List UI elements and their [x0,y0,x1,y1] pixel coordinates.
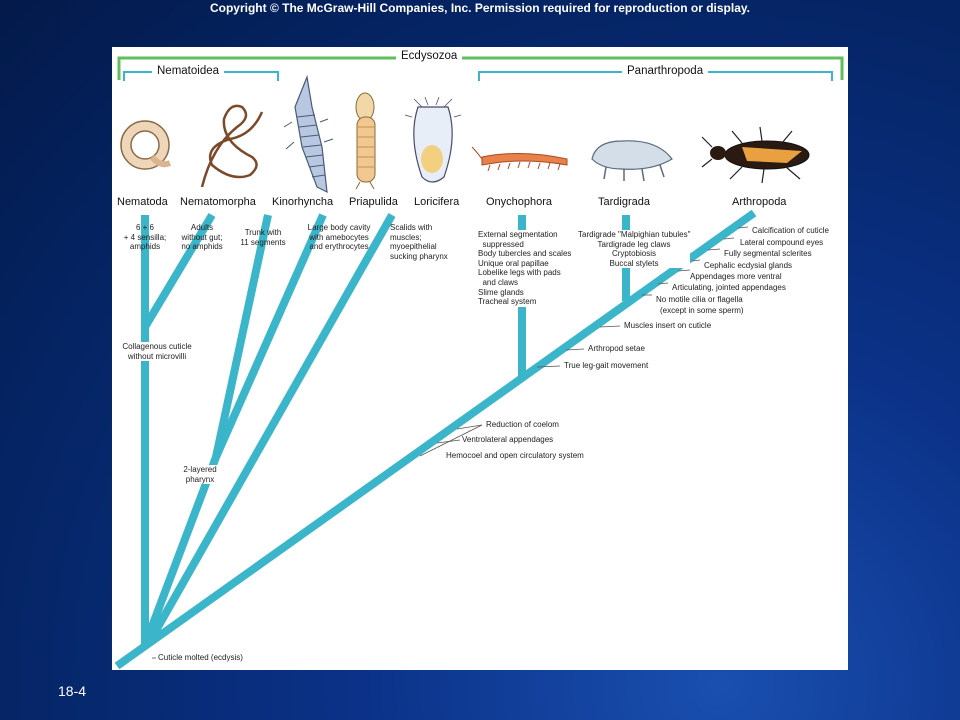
slide-number: 18-4 [58,683,87,699]
note-collagenous-cuticle: Collagenous cuticle without microvilli [114,342,200,362]
trait-hemocoel: Hemocoel and open circulatory system [446,451,584,460]
trait-ecdysial-glands: Cephalic ecdysial glands [704,261,793,270]
horsehair-worm-icon [200,104,264,188]
trait-segmental-sclerites: Fully segmental sclerites [724,249,812,258]
taxon-loricifera: Loricifera [414,196,460,208]
trait-compound-eyes: Lateral compound eyes [740,238,824,247]
copyright-notice: Copyright © The McGraw-Hill Companies, I… [209,1,751,15]
trait-reduction-coelom: Reduction of coelom [486,420,559,429]
note-loricifera: Scalids with muscles; myoepithelial suck… [390,223,448,261]
trait-jointed-appendages: Articulating, jointed appendages [672,283,786,292]
group-label-nematoidea: Nematoidea [152,65,225,77]
taxon-nematoda: Nematoda [117,196,168,208]
trait-leaders [152,226,749,659]
insect-icon [701,126,810,184]
trait-cuticle-molted: Cuticle molted (ecdysis) [158,653,243,662]
trait-appendages-ventral: Appendages more ventral [690,272,782,281]
trait-muscles-cuticle: Muscles insert on cuticle [624,321,712,330]
water-bear-icon [591,140,673,182]
trait-except-sperm: (except in some sperm) [660,306,744,315]
loriciferan-icon [404,96,462,183]
taxon-onychophora: Onychophora [486,196,553,208]
trait-arthropod-setae: Arthropod setae [588,344,645,353]
group-label-ecdysozoa: Ecdysozoa [396,50,463,62]
note-tardigrada: Tardigrade "Malpighian tubules" Tardigra… [578,230,691,269]
taxon-priapulida: Priapulida [349,196,398,208]
velvet-worm-icon [471,146,568,172]
cladogram-drawing [114,56,844,670]
taxon-tardigrada: Tardigrada [598,196,650,208]
roundworm-icon [120,120,172,170]
trait-ventrolateral-appendages: Ventrolateral appendages [462,435,554,444]
note-nematomorpha: Adults without gut; no amphids [181,223,223,252]
ecdysozoa-bracket [117,56,844,80]
ecdysozoa-cladogram: Ecdysozoa Nematoidea Panarthropoda Nemat… [112,47,848,670]
note-priapulida: Large body cavity with amebocytes and er… [307,223,371,252]
kinorhynch-icon [283,74,334,194]
note-two-layered-pharynx: 2-layered pharynx [170,465,230,485]
note-kinorhyncha: Trunk with 11 segments [240,228,286,247]
trait-calcification: Calcification of cuticle [752,226,829,235]
taxon-nematomorpha: Nematomorpha [180,196,256,208]
note-onychophora: External segmentation suppressed Body tu… [478,230,578,307]
note-nematoda: 6 + 6 + 4 sensilla; amphids [123,223,167,252]
taxon-kinorhyncha: Kinorhyncha [272,196,334,208]
group-label-panarthropoda: Panarthropoda [622,65,709,77]
tree-branches [114,209,757,670]
trait-leg-gait: True leg-gait movement [564,361,649,370]
priapulid-icon [355,92,376,190]
trait-no-cilia: No motile cilia or flagella [656,295,743,304]
taxon-arthropoda: Arthropoda [732,196,787,208]
